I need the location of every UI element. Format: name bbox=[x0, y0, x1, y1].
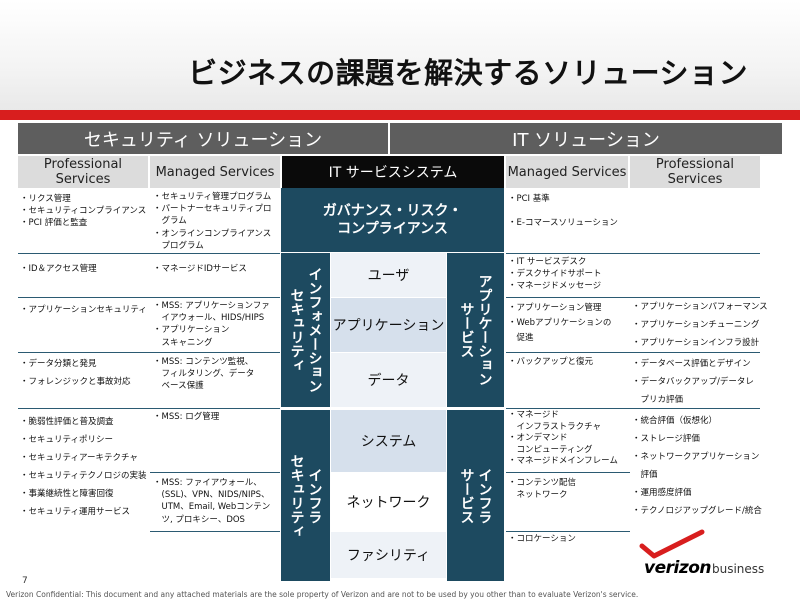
left-managed-cell-5: ・MSS: ログ管理 bbox=[153, 412, 220, 422]
right-managed-cell-3: ・アプリケーション管理 ・Webアプリケーションの 促進 bbox=[508, 303, 612, 343]
title-band bbox=[0, 0, 800, 110]
left-pro-cell-1: ・リクス管理 ・セキュリティコンプライアンス ・PCI 評価と監査 bbox=[20, 194, 147, 229]
row-divider bbox=[18, 253, 280, 254]
infra-security-block: インフラ セキュリティ bbox=[281, 410, 330, 581]
left-managed-cell-3: ・MSS: アプリケーションファ イアウォール、HIDS/HIPS ・アプリケー… bbox=[153, 301, 270, 348]
left-pro-cell-3: ・アプリケーションセキュリティ bbox=[20, 305, 147, 315]
app-services-block: アプリケーション サービス bbox=[447, 253, 504, 407]
logo-word: verizon bbox=[644, 558, 712, 578]
verizon-business-logo: verizonbusiness bbox=[632, 528, 782, 584]
row-divider bbox=[506, 253, 760, 254]
center-row-facility: ファシリティ bbox=[331, 532, 446, 578]
it-solution-header: IT ソリューション bbox=[390, 123, 782, 154]
security-solution-header: セキュリティ ソリューション bbox=[18, 123, 388, 154]
right-managed-cell-1: ・PCI 基準 ・E-コマースソリューション bbox=[508, 194, 618, 229]
row-divider bbox=[506, 408, 760, 409]
infra-services-block: インフラ サービス bbox=[447, 410, 504, 581]
left-pro-cell-5: ・脆弱性評価と普及調査 ・セキュリティポリシー ・セキュリティアーキテクチャ ・… bbox=[20, 417, 147, 517]
right-pro-cell-2: ・データベース評価とデザイン ・データバックアップ/データレ プリカ評価 bbox=[632, 359, 754, 405]
right-managed-header: Managed Services bbox=[506, 156, 628, 188]
center-row-network: ネットワーク bbox=[331, 473, 446, 531]
left-pro-cell-2: ・ID＆アクセス管理 bbox=[20, 264, 97, 274]
row-divider bbox=[18, 408, 280, 409]
left-managed-cell-4: ・MSS: コンテンツ監視、 フィルタリング、データ ベース保護 bbox=[153, 357, 255, 392]
logo-sub: business bbox=[712, 562, 765, 576]
right-managed-cell-6: ・コンテンツ配信 ネットワーク bbox=[508, 478, 577, 501]
row-divider bbox=[506, 472, 630, 473]
slide-title: ビジネスの課題を解決するソリューション bbox=[188, 56, 748, 90]
row-divider bbox=[506, 297, 760, 298]
row-divider bbox=[506, 352, 760, 353]
left-managed-cell-2: ・マネージドIDサービス bbox=[153, 264, 247, 274]
checkmark-icon bbox=[639, 529, 705, 559]
info-security-block: インフォメーション セキュリティ bbox=[281, 253, 330, 407]
it-service-system-header: IT サービスシステム bbox=[282, 156, 504, 188]
row-divider bbox=[150, 531, 280, 532]
center-row-data: データ bbox=[331, 353, 446, 407]
right-managed-cell-5: ・マネージド インフラストラクチャ ・オンデマンド コンピューティング ・マネー… bbox=[508, 410, 618, 466]
left-pro-cell-4: ・データ分類と発見 ・フォレンジックと事故対応 bbox=[20, 359, 131, 387]
governance-block: ガバナンス・リスク・ コンプライアンス bbox=[281, 188, 504, 252]
row-divider bbox=[18, 352, 280, 353]
right-managed-cell-2: ・IT サービスデスク ・デスクサイドサポート ・マネージドメッセージ bbox=[508, 257, 602, 292]
left-managed-header: Managed Services bbox=[150, 156, 280, 188]
center-row-application: アプリケーション bbox=[331, 298, 446, 352]
right-professional-header: Professional Services bbox=[630, 156, 760, 188]
left-managed-cell-6: ・MSS: ファイアウォール、 (SSL)、VPN、NIDS/NIPS、 UTM… bbox=[153, 478, 271, 525]
center-row-system: システム bbox=[331, 410, 446, 472]
right-pro-cell-1: ・アプリケーションパフォーマンス ・アプリケーションチューニング ・アプリケーシ… bbox=[632, 302, 768, 348]
left-managed-cell-1: ・セキュリティ管理プログラム ・パートナーセキュリティプロ グラム ・オンライン… bbox=[153, 192, 272, 251]
right-managed-cell-7: ・コロケーション bbox=[508, 534, 576, 544]
left-professional-header: Professional Services bbox=[18, 156, 148, 188]
logo-text: verizonbusiness bbox=[644, 558, 764, 578]
row-divider bbox=[150, 472, 280, 473]
page-number: 7 bbox=[22, 576, 28, 586]
confidentiality-footer: Verizon Confidential: This document and … bbox=[6, 590, 639, 599]
right-pro-cell-3: ・統合評価（仮想化） ・ストレージ評価 ・ネットワークアプリケーション 評価 ・… bbox=[632, 416, 762, 516]
row-divider bbox=[18, 297, 280, 298]
center-row-user: ユーザ bbox=[331, 253, 446, 297]
row-divider bbox=[506, 531, 630, 532]
red-rule bbox=[0, 110, 800, 120]
right-managed-cell-4: ・バックアップと復元 bbox=[508, 357, 594, 367]
